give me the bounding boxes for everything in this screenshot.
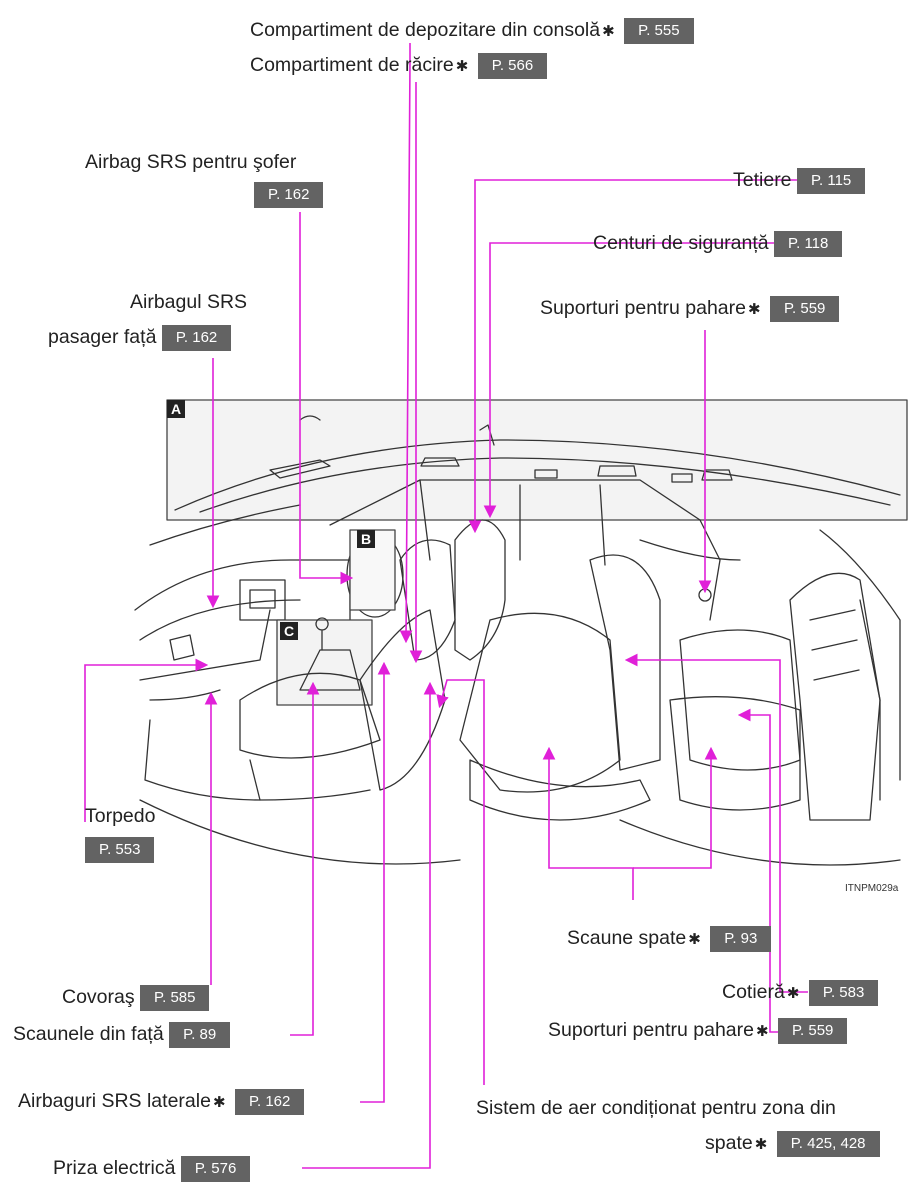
asterisk-icon: ✱ [212, 1094, 226, 1112]
page-ref-glovebox[interactable]: P. 553 [85, 837, 155, 863]
callout-floor-mat: Covoraş P. 585 [62, 985, 210, 1011]
callout-seatbelts: Centuri de siguranță P. 118 [593, 231, 843, 257]
callout-headrests-text: Tetiere [733, 169, 792, 192]
page-ref-rear-cupholders[interactable]: P. 559 [769, 296, 840, 322]
callout-cupholders-2-text: Suporturi pentru pahare [548, 1019, 754, 1042]
page-ref-power-outlet[interactable]: P. 576 [180, 1156, 251, 1182]
leader-armrest [624, 653, 808, 993]
leader-seatbelts [483, 242, 808, 519]
asterisk-icon: ✱ [688, 931, 701, 949]
callout-rear-cupholders-text: Suporturi pentru pahare [540, 297, 746, 320]
asterisk-icon: ✱ [747, 301, 761, 319]
leader-power-outlet [302, 681, 437, 1169]
inset-a-frame [166, 399, 908, 521]
page-ref-armrest[interactable]: P. 583 [808, 980, 879, 1006]
callout-rear-seats-text: Scaune spate [567, 927, 687, 950]
leader-console-box [399, 43, 413, 644]
callout-rear-cupholders: Suporturi pentru pahare✱ P. 559 [540, 296, 840, 322]
callout-rear-ac-text1: Sistem de aer condiționat pentru zona di… [476, 1097, 836, 1119]
asterisk-icon: ✱ [455, 58, 469, 76]
leader-rear-ac [436, 679, 485, 1085]
callout-console-box: Compartiment de depozitare din consolă✱ … [250, 18, 694, 44]
inset-c-tag: C [284, 623, 295, 639]
callout-armrest-text: Cotieră [722, 981, 785, 1004]
image-code: ITNPM029a [845, 883, 899, 894]
callout-driver-airbag-text: Airbag SRS pentru şofer [85, 151, 297, 173]
asterisk-icon: ✱ [754, 1136, 768, 1154]
callout-cupholders-2: Suporturi pentru pahare✱ P. 559 [548, 1018, 848, 1044]
page-ref-cool-box[interactable]: P. 566 [477, 53, 548, 79]
callout-front-seats-text: Scaunele din față [13, 1023, 164, 1046]
leader-rear-seats-1 [542, 746, 634, 900]
callout-side-airbags: Airbaguri SRS laterale✱ P. 162 [18, 1089, 305, 1115]
callout-passenger-airbag-line2: pasager față P. 162 [48, 325, 232, 351]
page-ref-seatbelts[interactable]: P. 118 [774, 231, 843, 257]
asterisk-icon: ✱ [786, 985, 800, 1003]
callout-glovebox-page-wrap: P. 553 [85, 837, 155, 863]
callout-console-box-text: Compartiment de depozitare din consolă [250, 19, 601, 42]
callout-headrests: Tetiere P. 115 [733, 168, 866, 194]
asterisk-icon: ✱ [602, 23, 615, 41]
inset-a-tag: A [171, 401, 182, 417]
callout-rear-seats: Scaune spate✱ P. 93 [567, 926, 772, 952]
callout-cool-box: Compartiment de răcire✱ P. 566 [250, 53, 548, 79]
callout-floor-mat-text: Covoraş [62, 986, 135, 1009]
callout-passenger-airbag-text1: Airbagul SRS [130, 291, 248, 313]
callout-glovebox: Torpedo [85, 804, 155, 828]
inset-b-tag: B [361, 531, 372, 547]
page-ref-front-seats[interactable]: P. 89 [169, 1022, 231, 1048]
leader-headrests [468, 179, 810, 534]
callout-passenger-airbag-text2: pasager față [48, 326, 157, 349]
callout-driver-airbag: Airbag SRS pentru şofer [85, 150, 296, 174]
callout-driver-airbag-page-wrap: P. 162 [254, 182, 324, 208]
leader-front-seats [290, 681, 320, 1036]
callout-rear-ac-text2: spate [705, 1132, 753, 1155]
leader-side-airbags [360, 661, 391, 1103]
page-ref-passenger-airbag[interactable]: P. 162 [161, 325, 232, 351]
callout-power-outlet: Priza electrică P. 576 [53, 1156, 251, 1182]
callout-rear-ac-line2: spate✱ P. 425, 428 [705, 1131, 880, 1157]
page-ref-side-airbags[interactable]: P. 162 [234, 1089, 305, 1115]
page-ref-driver-airbag[interactable]: P. 162 [254, 182, 324, 208]
callout-power-outlet-text: Priza electrică [53, 1157, 176, 1180]
callout-cool-box-text: Compartiment de răcire [250, 54, 454, 77]
leader-driver-airbag [299, 212, 354, 585]
callout-armrest: Cotieră✱ P. 583 [722, 980, 879, 1006]
callout-passenger-airbag-line1: Airbagul SRS [130, 290, 247, 314]
page-ref-rear-seats[interactable]: P. 93 [710, 926, 772, 952]
callout-seatbelts-text: Centuri de siguranță [593, 232, 769, 255]
callout-glovebox-text: Torpedo [85, 805, 156, 827]
page-ref-floor-mat[interactable]: P. 585 [140, 985, 210, 1011]
page-ref-console-box[interactable]: P. 555 [624, 18, 694, 44]
asterisk-icon: ✱ [755, 1023, 769, 1041]
leader-rear-seats-2 [633, 746, 718, 869]
page-ref-rear-ac[interactable]: P. 425, 428 [776, 1131, 880, 1157]
page-ref-cupholders-2[interactable]: P. 559 [777, 1018, 848, 1044]
callout-side-airbags-text: Airbaguri SRS laterale [18, 1090, 211, 1113]
leader-glovebox [84, 658, 209, 822]
callout-rear-ac-line1: Sistem de aer condiționat pentru zona di… [476, 1096, 836, 1120]
callout-front-seats: Scaunele din față P. 89 [13, 1022, 231, 1048]
page-ref-headrests[interactable]: P. 115 [796, 168, 866, 194]
